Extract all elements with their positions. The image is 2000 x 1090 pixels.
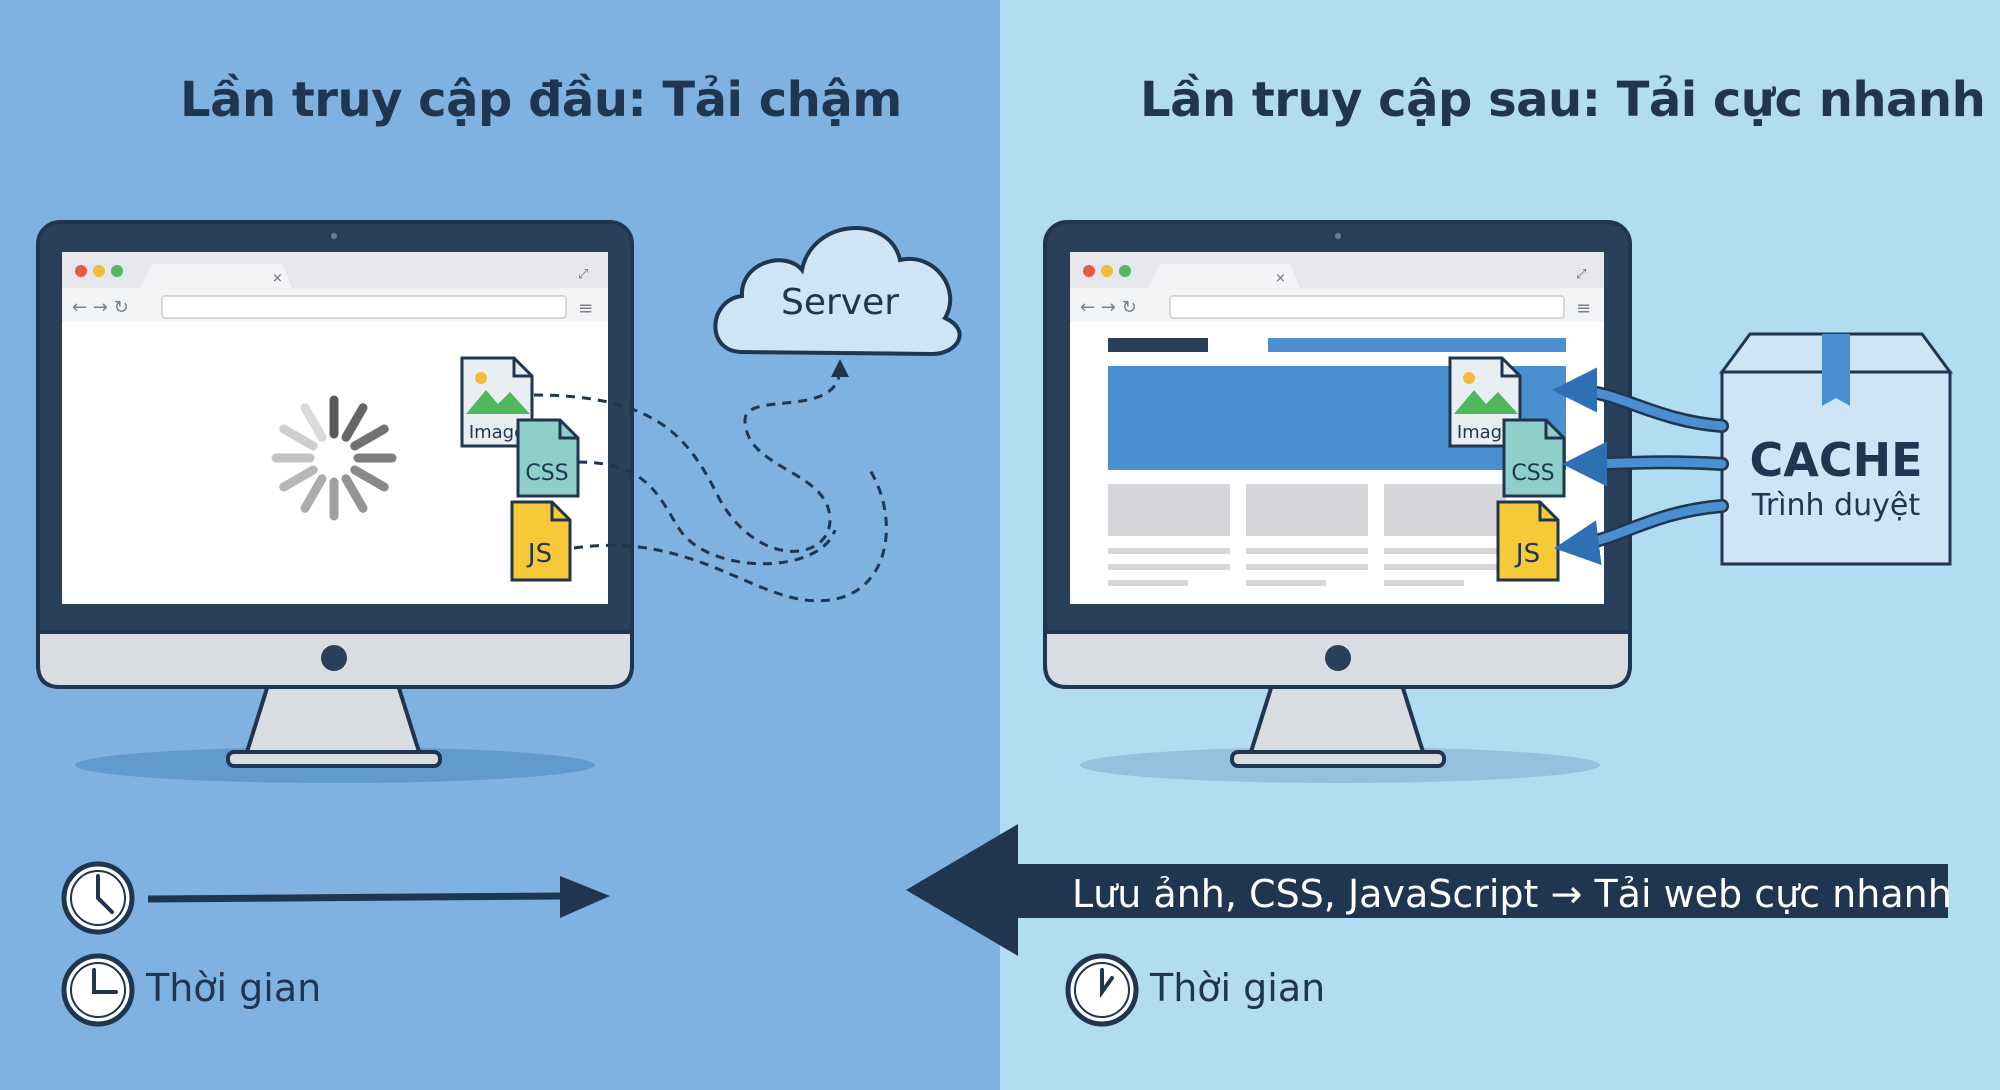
cache-arrows bbox=[1552, 367, 1729, 565]
clock-icon bbox=[61, 953, 135, 1027]
css-file-icon: CSS bbox=[516, 418, 580, 498]
svg-text:≡: ≡ bbox=[1576, 298, 1591, 319]
css-file-icon: CSS bbox=[1502, 418, 1566, 498]
svg-text:← → ↻: ← → ↻ bbox=[72, 297, 129, 318]
css-file-label: CSS bbox=[1511, 461, 1554, 486]
left-title: Lần truy cập đầu: Tải chậm bbox=[180, 72, 902, 128]
js-file-icon: JS bbox=[1496, 500, 1560, 582]
svg-text:⤢: ⤢ bbox=[1576, 267, 1586, 282]
cache-title: CACHE bbox=[1749, 433, 1922, 487]
js-file-label: JS bbox=[526, 539, 552, 569]
cache-subtitle: Trình duyệt bbox=[1751, 488, 1920, 523]
left-timeline bbox=[61, 861, 610, 1027]
cloud-icon: Server bbox=[713, 226, 962, 357]
image-file-label: Image bbox=[469, 422, 525, 443]
right-title: Lần truy cập sau: Tải cực nhanh bbox=[1140, 72, 1986, 128]
svg-text:⤢: ⤢ bbox=[578, 267, 588, 282]
svg-text:×: × bbox=[1275, 271, 1286, 286]
dashed-request-paths bbox=[533, 359, 888, 603]
svg-text:≡: ≡ bbox=[578, 298, 593, 319]
spinner-spoke bbox=[279, 465, 318, 492]
left-time-label: Thời gian bbox=[146, 966, 322, 1010]
spinner-spoke bbox=[350, 424, 389, 451]
arrow-icon bbox=[906, 824, 1948, 956]
spinner-spoke bbox=[341, 474, 368, 513]
clock-icon bbox=[61, 861, 135, 935]
right-time-label: Thời gian bbox=[1150, 966, 1326, 1010]
spinner-spoke bbox=[300, 474, 327, 513]
svg-text:← → ↻: ← → ↻ bbox=[1080, 297, 1137, 318]
image-file-label: Image bbox=[1457, 422, 1513, 443]
svg-text:×: × bbox=[272, 271, 283, 286]
image-file-icon: Image bbox=[460, 356, 534, 448]
loading-spinner-icon bbox=[271, 395, 397, 521]
spinner-spoke bbox=[300, 403, 327, 442]
banner-text: Lưu ảnh, CSS, JavaScript → Tải web cực n… bbox=[1072, 872, 1952, 916]
spinner-spoke bbox=[341, 403, 368, 442]
spinner-spoke bbox=[279, 424, 318, 451]
js-file-icon: JS bbox=[510, 500, 572, 582]
cache-box-icon: CACHE Trình duyệt bbox=[1719, 332, 1953, 566]
js-file-label: JS bbox=[1514, 539, 1540, 569]
css-file-label: CSS bbox=[525, 461, 568, 486]
left-monitor: × ⤢ ← → ↻ ≡ bbox=[36, 220, 634, 783]
clock-icon bbox=[1065, 953, 1139, 1027]
spinner-spoke bbox=[350, 465, 389, 492]
server-label: Server bbox=[781, 282, 899, 323]
